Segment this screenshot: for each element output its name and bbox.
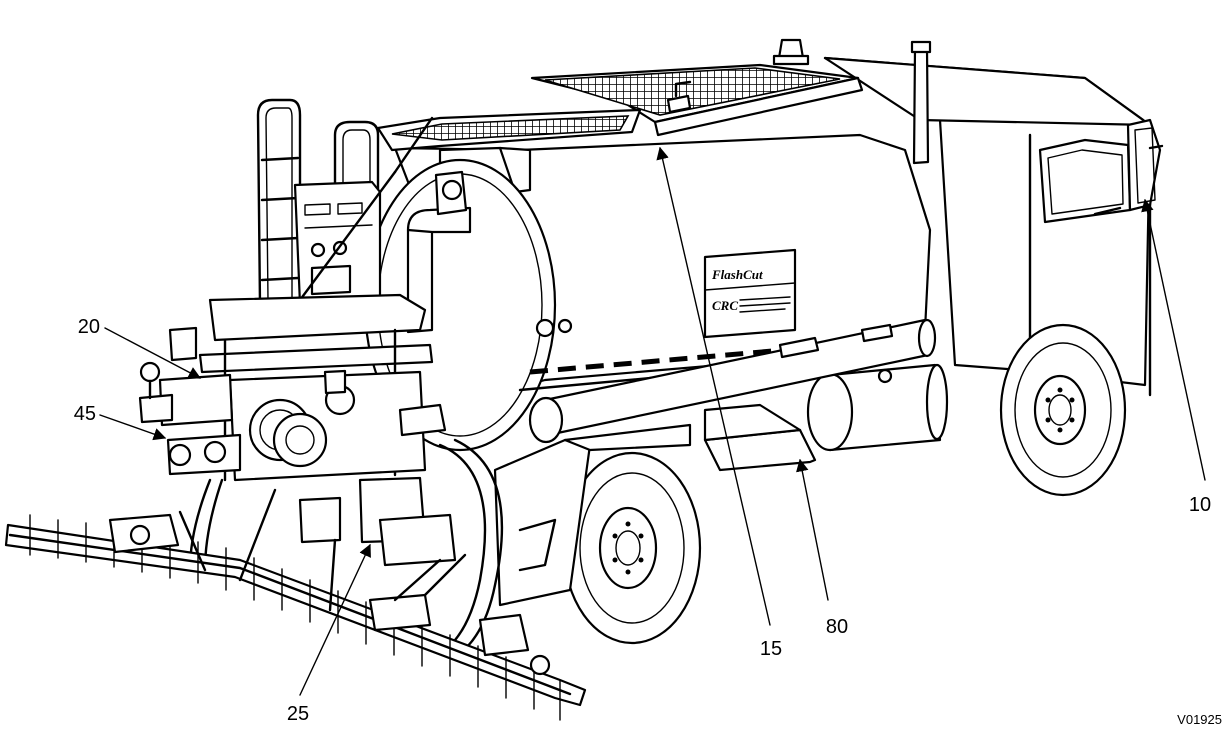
main-tank: FlashCut CRC (363, 63, 932, 452)
leader-45 (99, 414, 167, 441)
rear-wheel (493, 423, 702, 645)
callout-labels: 10 15 20 25 45 80 (74, 316, 1211, 725)
leader-15 (656, 146, 771, 626)
leader-25 (299, 543, 371, 696)
spray-bar (4, 488, 587, 721)
rear-platform (138, 98, 504, 657)
callout-leaders (99, 146, 1206, 696)
callout-10: 10 (1189, 494, 1211, 516)
callout-25: 25 (287, 703, 309, 725)
leader-20 (104, 327, 202, 379)
side-cylinder (806, 363, 949, 452)
leader-10 (1141, 198, 1206, 481)
callout-45: 45 (74, 403, 96, 425)
leader-80 (796, 458, 829, 601)
tank-logo-line2: CRC (712, 298, 738, 313)
header-pipe (528, 318, 937, 444)
callout-20: 20 (78, 316, 100, 338)
callout-15: 15 (760, 638, 782, 660)
truck-cab (772, 38, 1164, 397)
tank-logo-line1: FlashCut (711, 267, 763, 282)
figure-id: V01925 (1177, 712, 1222, 727)
front-wheel (999, 323, 1127, 497)
callout-80: 80 (826, 616, 848, 638)
